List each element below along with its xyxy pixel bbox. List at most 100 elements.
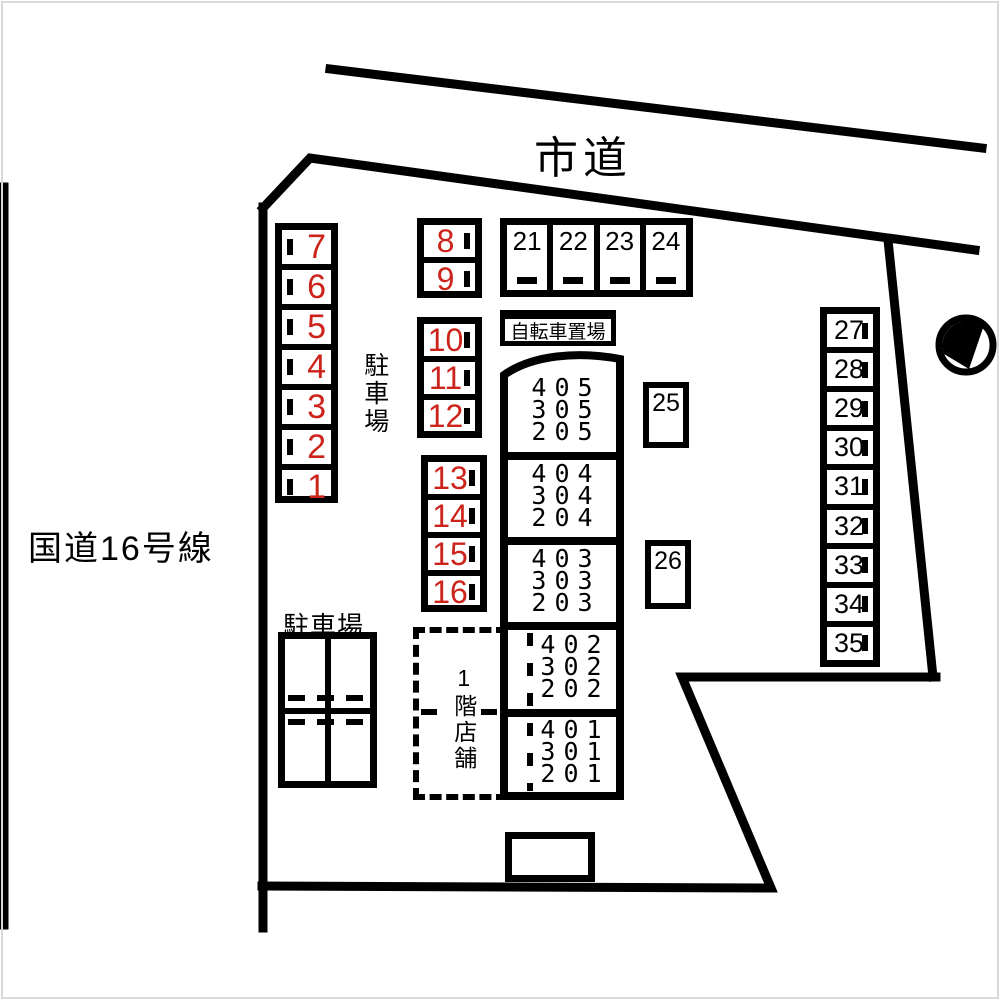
stall-tick-mark (469, 470, 475, 486)
stall-tick-mark (862, 478, 868, 495)
parking-stall-31: 31 (827, 464, 873, 503)
stall-tick-mark (609, 277, 630, 284)
parking-stall-11: 11 (424, 356, 475, 394)
parking-stall-33: 33 (827, 542, 873, 582)
parking-stall-30: 30 (827, 425, 873, 464)
parking-strip-13-16: 13 14 15 16 (421, 455, 487, 612)
stall-tick-mark (862, 518, 868, 535)
stall-tick-mark (469, 584, 475, 600)
bicycle-parking-label: 自転車置場 (510, 321, 606, 343)
parking-stall-26: 26 (645, 540, 691, 609)
unit-number: 304 (531, 481, 601, 510)
stall-tick-mark (287, 239, 293, 255)
unit-number: 205 (531, 417, 601, 446)
stall-tick-mark (655, 277, 676, 284)
unit-number: 203 (531, 588, 601, 617)
parking-stall-9: 9 (424, 257, 475, 295)
parking-strip-right: 27 28 29 30 31 32 33 34 35 (820, 307, 880, 667)
parking-stall-15: 15 (428, 532, 480, 570)
city-road-lower-edge-line (256, 153, 981, 256)
parking-stall-23: 23 (593, 225, 640, 290)
unit-number: 303 (531, 566, 601, 595)
building-section-units-x05: 405 305 205 (504, 373, 620, 446)
stall-tick-mark (464, 271, 470, 287)
stall-tick-mark (464, 332, 470, 348)
stall-tick-mark (464, 408, 470, 424)
bicycle-parking-box: 自転車置場 (500, 310, 616, 346)
parking-stall-12: 12 (424, 394, 475, 432)
unit-number: 305 (531, 395, 601, 424)
parking-strip-21-24: 21 22 23 24 (500, 218, 693, 297)
stall-tick-mark (862, 439, 868, 456)
stall-dash-row (288, 719, 367, 725)
parking-strip-8-9: 8 9 (417, 218, 482, 298)
stall-tick-mark (287, 279, 293, 295)
unit-number: 302 (540, 652, 610, 681)
parking-stall-13: 13 (428, 462, 480, 494)
city-road-label: 市道 (534, 134, 632, 183)
parking-stall-6: 6 (282, 264, 331, 304)
unit-number: 404 (531, 459, 601, 488)
parking-strip-left: 7 6 5 4 3 2 1 (275, 223, 338, 504)
first-floor-store-label: 1階店舗 (449, 663, 478, 774)
parking-stall-35: 35 (827, 620, 873, 660)
stall-tick-mark (862, 596, 868, 613)
stall-tick-mark (287, 319, 293, 335)
unit-number: 403 (531, 544, 601, 573)
site-boundary-right-line (883, 235, 938, 682)
stall-tick-mark (862, 361, 868, 378)
parking-lot-label-upper: 駐車場 (360, 352, 389, 436)
north-arrow-compass-icon (935, 314, 997, 376)
stall-tick-mark (469, 508, 475, 524)
stall-tick-mark (862, 322, 868, 339)
unlabeled-structure-box (505, 832, 595, 882)
unit-number: 401 (540, 715, 610, 744)
stall-tick-mark (287, 399, 293, 415)
parking-stall-4: 4 (282, 344, 331, 384)
unit-number: 204 (531, 503, 601, 532)
building-section-units-x01: 401 301 201 (504, 715, 620, 788)
parking-stall-25: 25 (643, 382, 689, 448)
unit-number: 402 (540, 630, 610, 659)
parking-stall-32: 32 (827, 503, 873, 543)
parking-stall-2: 2 (282, 424, 331, 464)
building-section-units-x03: 403 303 203 (504, 544, 620, 617)
stall-tick-mark (517, 277, 538, 284)
building-section-units-x04: 404 304 204 (504, 459, 620, 532)
parking-stall-34: 34 (827, 581, 873, 621)
city-road-upper-edge-line (324, 63, 988, 154)
parking-grid-2x2 (278, 632, 377, 788)
building-section-units-x02: 402 302 202 (504, 630, 620, 703)
unit-number: 202 (540, 674, 610, 703)
unit-number: 201 (540, 759, 610, 788)
stall-tick-mark (464, 233, 470, 249)
unit-number: 301 (540, 737, 610, 766)
parking-stall-14: 14 (428, 494, 480, 532)
parking-stall-8: 8 (424, 225, 475, 257)
parking-stall-29: 29 (827, 386, 873, 425)
stall-tick-mark (563, 277, 584, 284)
stall-tick-mark (469, 546, 475, 562)
parking-stall-24: 24 (639, 225, 686, 290)
parking-stall-5: 5 (282, 304, 331, 344)
stall-tick-mark (287, 439, 293, 455)
stall-tick-mark (862, 400, 868, 417)
unit-number: 405 (531, 373, 601, 402)
parking-stall-21: 21 (507, 225, 547, 290)
stall-tick-mark (287, 359, 293, 375)
parking-stall-16: 16 (428, 570, 480, 608)
parking-stall-22: 22 (547, 225, 593, 290)
stall-tick-mark (862, 557, 868, 574)
parking-stall-27: 27 (827, 314, 873, 347)
parking-stall-3: 3 (282, 384, 331, 424)
parking-stall-10: 10 (424, 324, 475, 356)
parking-stall-7: 7 (282, 230, 331, 264)
parking-strip-10-12: 10 11 12 (417, 317, 482, 438)
national-route-16-label: 国道16号線 (28, 530, 214, 568)
site-boundary-bottom-notch-line (257, 672, 941, 893)
stall-tick-mark (287, 479, 293, 495)
building-outline (500, 351, 624, 800)
stall-tick-mark (464, 370, 470, 386)
